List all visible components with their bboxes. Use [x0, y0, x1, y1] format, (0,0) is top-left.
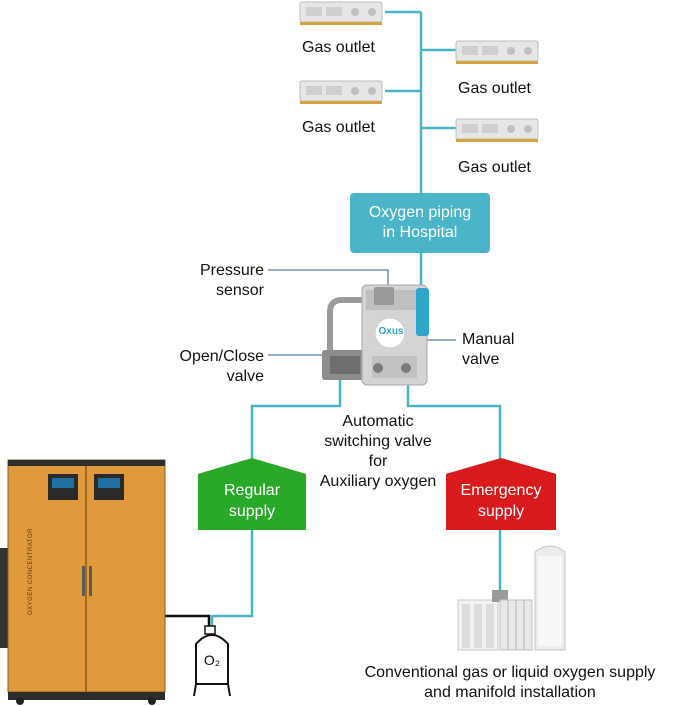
caption-line2: switching valve — [324, 433, 432, 450]
open-close-line2: valve — [226, 368, 264, 385]
regular-supply-box: Regular supply — [198, 458, 306, 530]
pressure-sensor-line1: Pressure — [199, 262, 264, 279]
concentrator-hose — [165, 614, 211, 628]
manual-valve-label: Manual valve — [462, 330, 514, 370]
gas-outlet-label-4: Gas outlet — [458, 159, 531, 176]
regular-line2: supply — [228, 503, 276, 520]
gas-outlet-panel-2 — [455, 40, 539, 64]
pipe-network — [210, 10, 502, 628]
gas-outlet-panel-4 — [455, 118, 539, 142]
o2-tank-label: O₂ — [203, 652, 221, 668]
pipe-right-branch — [406, 378, 502, 460]
pipe-left-branch — [250, 378, 342, 470]
concentrator-side-text: OXYGEN CONCENTRATOR — [28, 528, 34, 615]
emergency-line2: supply — [477, 503, 525, 520]
gas-outlet-label-1: Gas outlet — [302, 39, 375, 56]
piping-line2: in Hospital — [382, 224, 458, 241]
oxygen-piping-box: Oxygen piping in Hospital — [350, 193, 490, 253]
gas-outlet-panel-1 — [299, 1, 383, 25]
caption-line4: Auxiliary oxygen — [319, 473, 437, 490]
emergency-supply-box: Emergency supply — [446, 458, 556, 530]
manual-valve-line2: valve — [462, 351, 500, 368]
emergency-line1: Emergency — [460, 482, 542, 499]
o2-tank — [193, 625, 231, 697]
piping-line1: Oxygen piping — [368, 204, 472, 221]
pressure-sensor-label: Pressure sensor — [160, 261, 264, 301]
regular-line1: Regular — [223, 482, 281, 499]
open-close-line1: Open/Close — [179, 348, 265, 365]
gas-outlet-label-2: Gas outlet — [458, 80, 531, 97]
caption-line3: for — [368, 453, 388, 470]
manual-valve-line1: Manual — [462, 331, 515, 348]
caption-line1: Automatic — [342, 413, 414, 430]
gas-outlet-panel-3 — [299, 80, 383, 104]
oxus-logo: Oxus — [378, 326, 404, 337]
pipe-regular-down — [210, 530, 254, 628]
conventional-line1: Conventional gas or liquid oxygen supply — [364, 664, 656, 681]
open-close-valve-label: Open/Close valve — [150, 347, 265, 387]
conventional-supply-label: Conventional gas or liquid oxygen supply… — [340, 663, 680, 703]
pressure-sensor-line2: sensor — [215, 282, 264, 299]
switching-valve-image — [322, 284, 429, 386]
oxygen-concentrator — [0, 459, 166, 705]
switching-valve-caption: Automatic switching valve for Auxiliary … — [300, 412, 456, 492]
gas-outlet-label-3: Gas outlet — [302, 119, 375, 136]
manifold-installation — [457, 545, 566, 651]
conventional-line2: and manifold installation — [424, 684, 596, 701]
